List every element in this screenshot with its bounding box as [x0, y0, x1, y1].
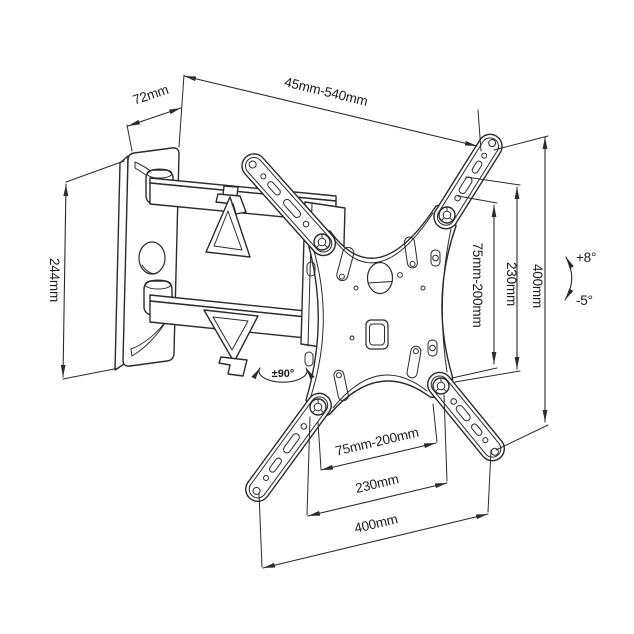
dim-400-vertical: 400mm	[493, 135, 549, 451]
horizontal-230-label: 230mm	[354, 471, 400, 496]
swivel-angle-indicator: ±90°	[251, 367, 315, 383]
tilt-angle-indicator: +8° -5°	[564, 250, 596, 308]
pivot-rivet-bottom-left	[309, 398, 327, 416]
center-slot	[365, 319, 389, 350]
cable-hole	[366, 261, 394, 295]
height-label: 244mm	[47, 258, 62, 302]
pivot-rivet-top-right	[438, 206, 456, 224]
vertical-400-label: 400mm	[530, 264, 545, 308]
dim-height: 244mm	[47, 160, 125, 380]
dim-400-horizontal: 400mm	[258, 449, 492, 569]
dim-depth: 72mm	[126, 82, 182, 152]
tilt-up-label: +8°	[576, 250, 596, 265]
vesa-horizontal-label: 75mm-200mm	[334, 425, 420, 459]
vesa-slot-top-right	[403, 236, 418, 269]
swivel-label: ±90°	[272, 368, 295, 380]
vesa-slot-bottom-left	[333, 369, 349, 402]
pivot-rivet-bottom-right	[432, 377, 450, 395]
wall-plate-hole	[138, 241, 166, 275]
depth-label: 72mm	[131, 82, 171, 108]
tilt-down-label: -5°	[576, 293, 593, 308]
pivot-rivet-top-left	[313, 233, 331, 251]
dim-vesa-vertical: 75mm-200mm	[451, 195, 498, 379]
lower-clamp-hook	[203, 309, 259, 377]
extension-range-label: 45mm-540mm	[283, 74, 369, 109]
vesa-slot-top-left	[336, 246, 355, 282]
vesa-vertical-label: 75mm-200mm	[470, 242, 485, 327]
upper-clamp-hook	[205, 185, 251, 258]
horizontal-400-label: 400mm	[353, 511, 399, 536]
vertical-230-label: 230mm	[504, 262, 519, 306]
dim-230-vertical: 230mm	[454, 176, 521, 383]
vesa-slot-bottom-right	[406, 345, 422, 379]
dim-extension-range: 45mm-540mm	[178, 74, 482, 152]
dim-vesa-horizontal: 75mm-200mm	[317, 403, 438, 471]
